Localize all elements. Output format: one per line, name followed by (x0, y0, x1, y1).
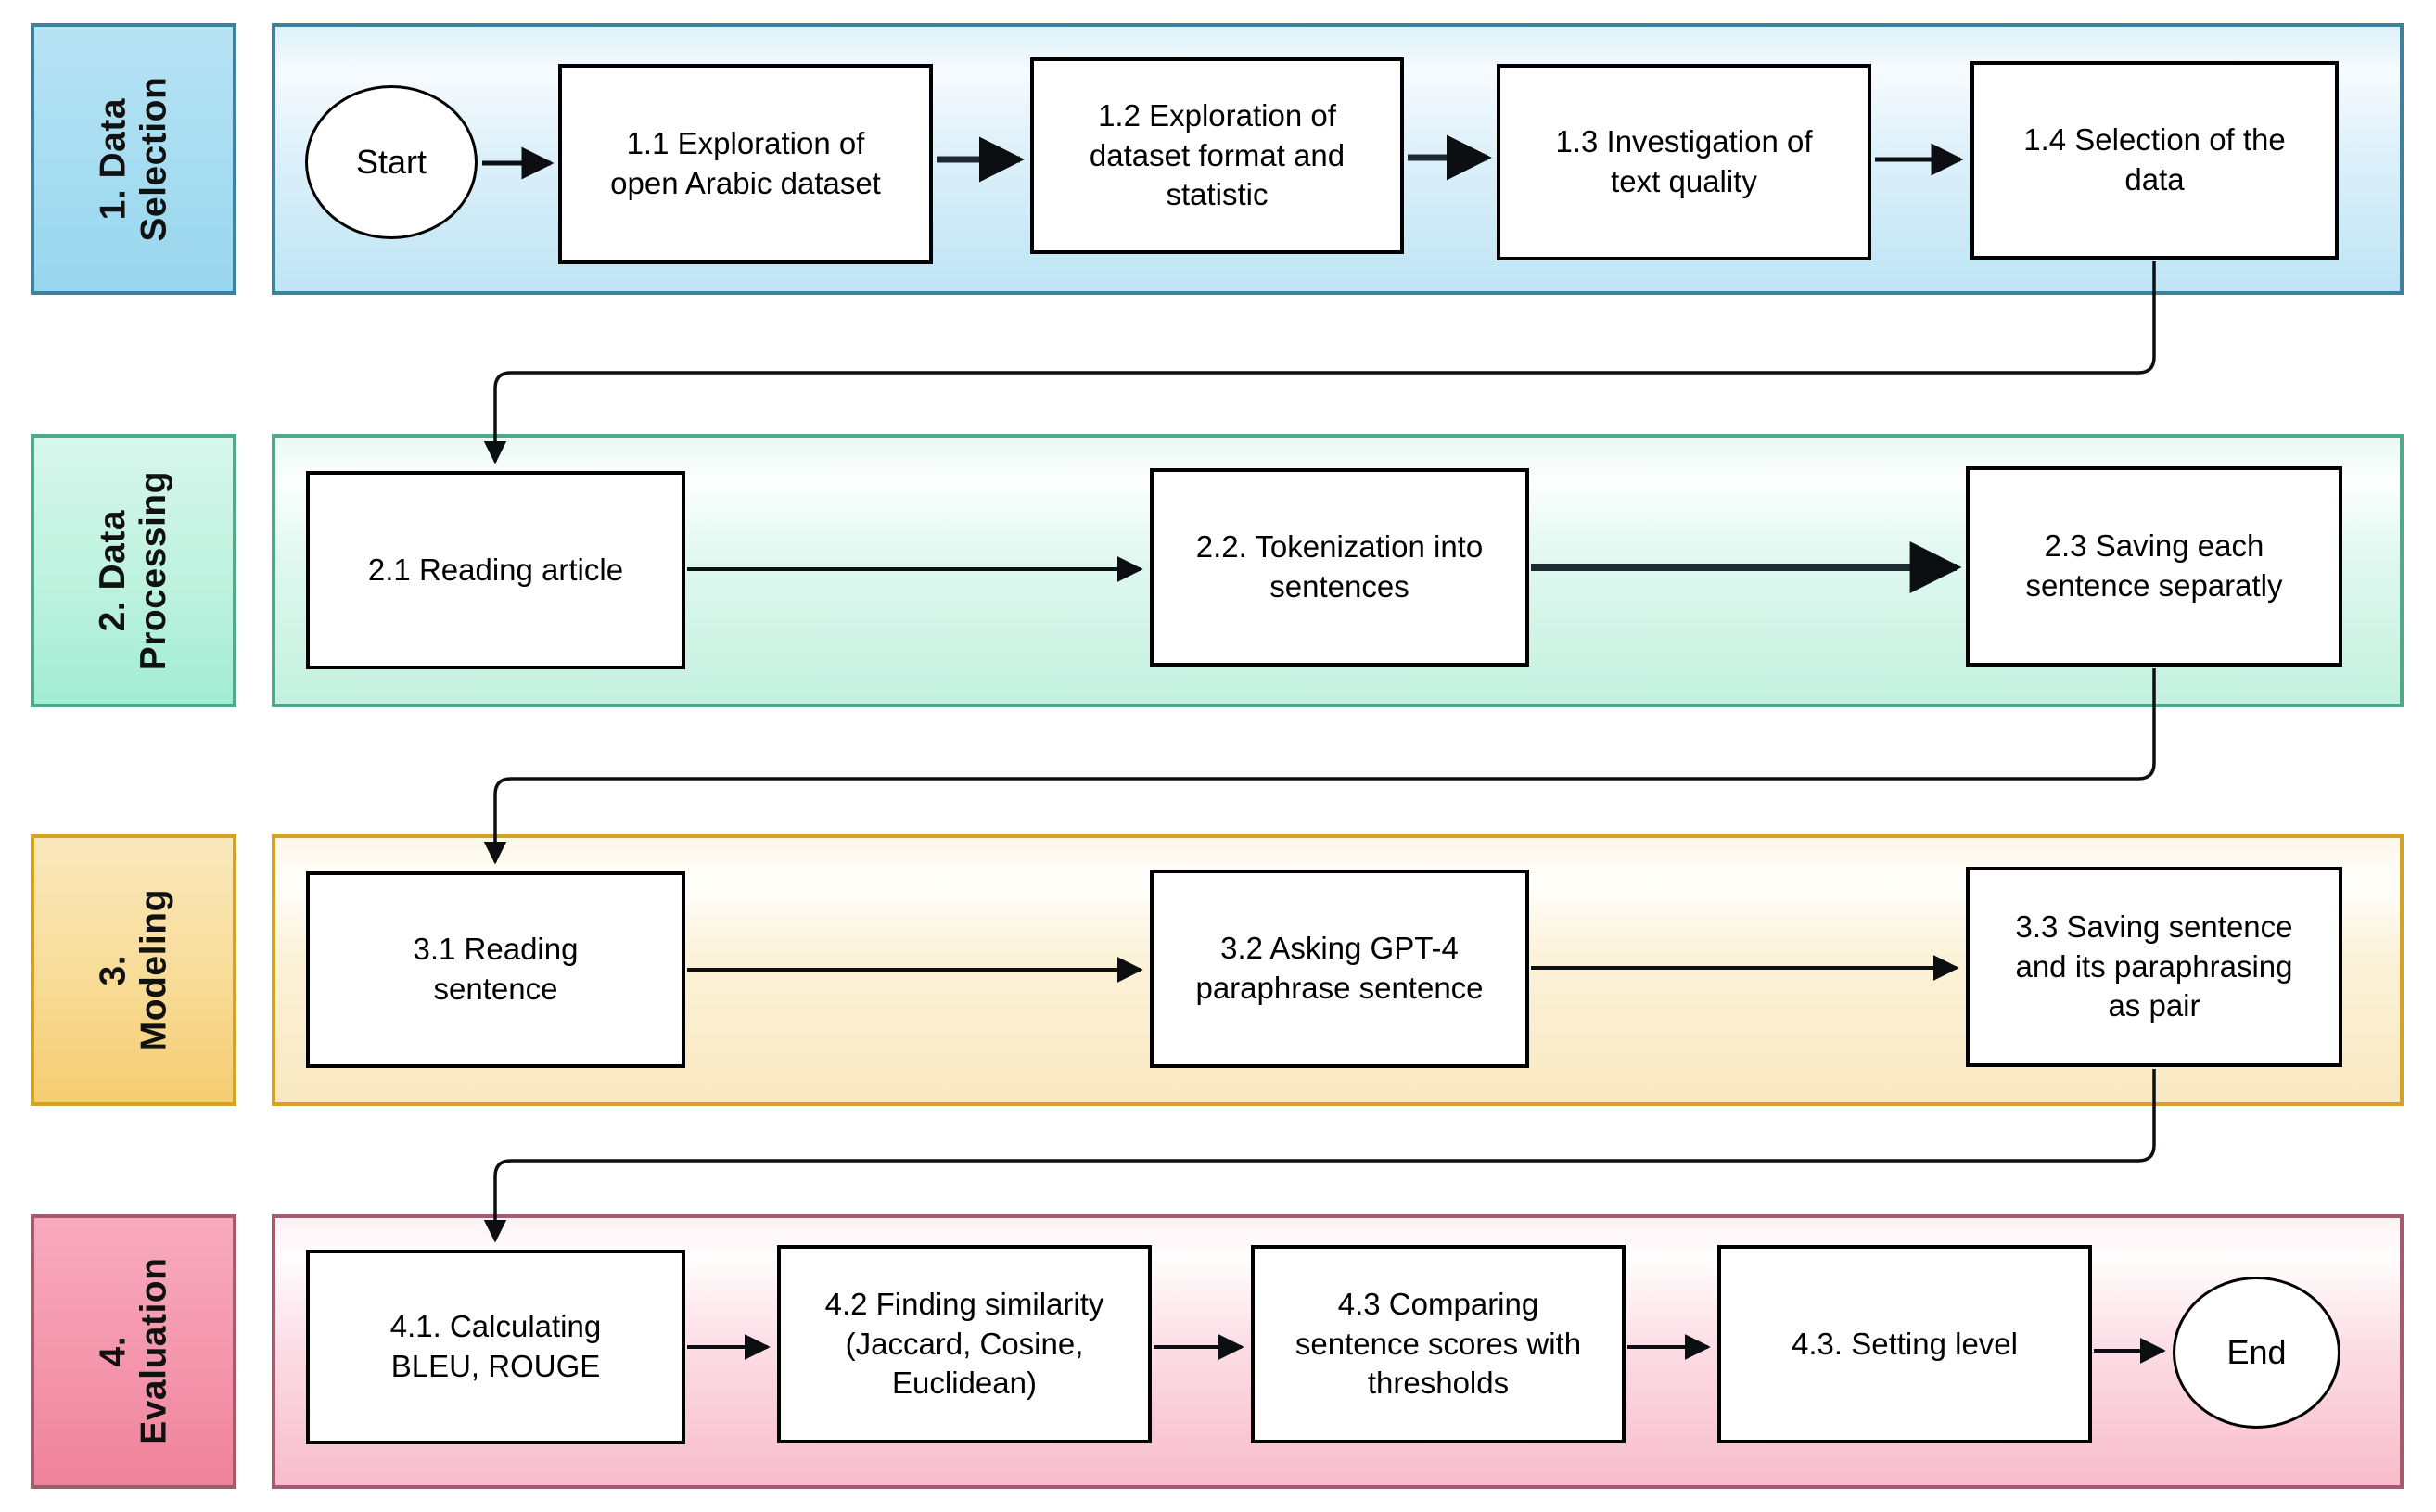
phase-label-modeling: 3. Modeling (93, 888, 173, 1052)
step-4-2-finding-similarity: 4.2 Finding similarity (Jaccard, Cosine,… (777, 1245, 1152, 1443)
step-3-2-asking-gpt4-paraphrase: 3.2 Asking GPT-4 paraphrase sentence (1150, 870, 1529, 1068)
step-2-3-saving-each-sentence: 2.3 Saving each sentence separatly (1966, 466, 2342, 667)
step-4-1-calculating-bleu-rouge: 4.1. Calculating BLEU, ROUGE (306, 1250, 685, 1444)
start-terminal: Start (305, 85, 478, 239)
phase-label-data-selection: 1. Data Selection (93, 76, 173, 242)
step-1-3-investigation-text-quality: 1.3 Investigation of text quality (1497, 64, 1871, 260)
step-2-2-tokenization-into-sentences: 2.2. Tokenization into sentences (1150, 468, 1529, 667)
step-4-4-setting-level: 4.3. Setting level (1717, 1245, 2092, 1443)
step-3-1-reading-sentence: 3.1 Reading sentence (306, 871, 685, 1068)
end-terminal: End (2173, 1277, 2340, 1429)
step-1-1-exploration-open-arabic-dataset: 1.1 Exploration of open Arabic dataset (558, 64, 933, 264)
step-4-3-comparing-scores-thresholds: 4.3 Comparing sentence scores with thres… (1251, 1245, 1626, 1443)
phase-band-label-data-processing: 2. Data Processing (31, 434, 236, 707)
phase-label-evaluation: 4. Evaluation (93, 1257, 173, 1446)
step-2-1-reading-article: 2.1 Reading article (306, 471, 685, 669)
phase-band-label-data-selection: 1. Data Selection (31, 23, 236, 295)
phase-band-label-modeling: 3. Modeling (31, 834, 236, 1106)
phase-label-data-processing: 2. Data Processing (93, 470, 174, 671)
phase-band-label-evaluation: 4. Evaluation (31, 1214, 236, 1489)
step-1-4-selection-of-data: 1.4 Selection of the data (1970, 61, 2339, 260)
step-1-2-exploration-dataset-format: 1.2 Exploration of dataset format and st… (1030, 57, 1404, 254)
step-3-3-saving-sentence-pair: 3.3 Saving sentence and its paraphrasing… (1966, 867, 2342, 1067)
